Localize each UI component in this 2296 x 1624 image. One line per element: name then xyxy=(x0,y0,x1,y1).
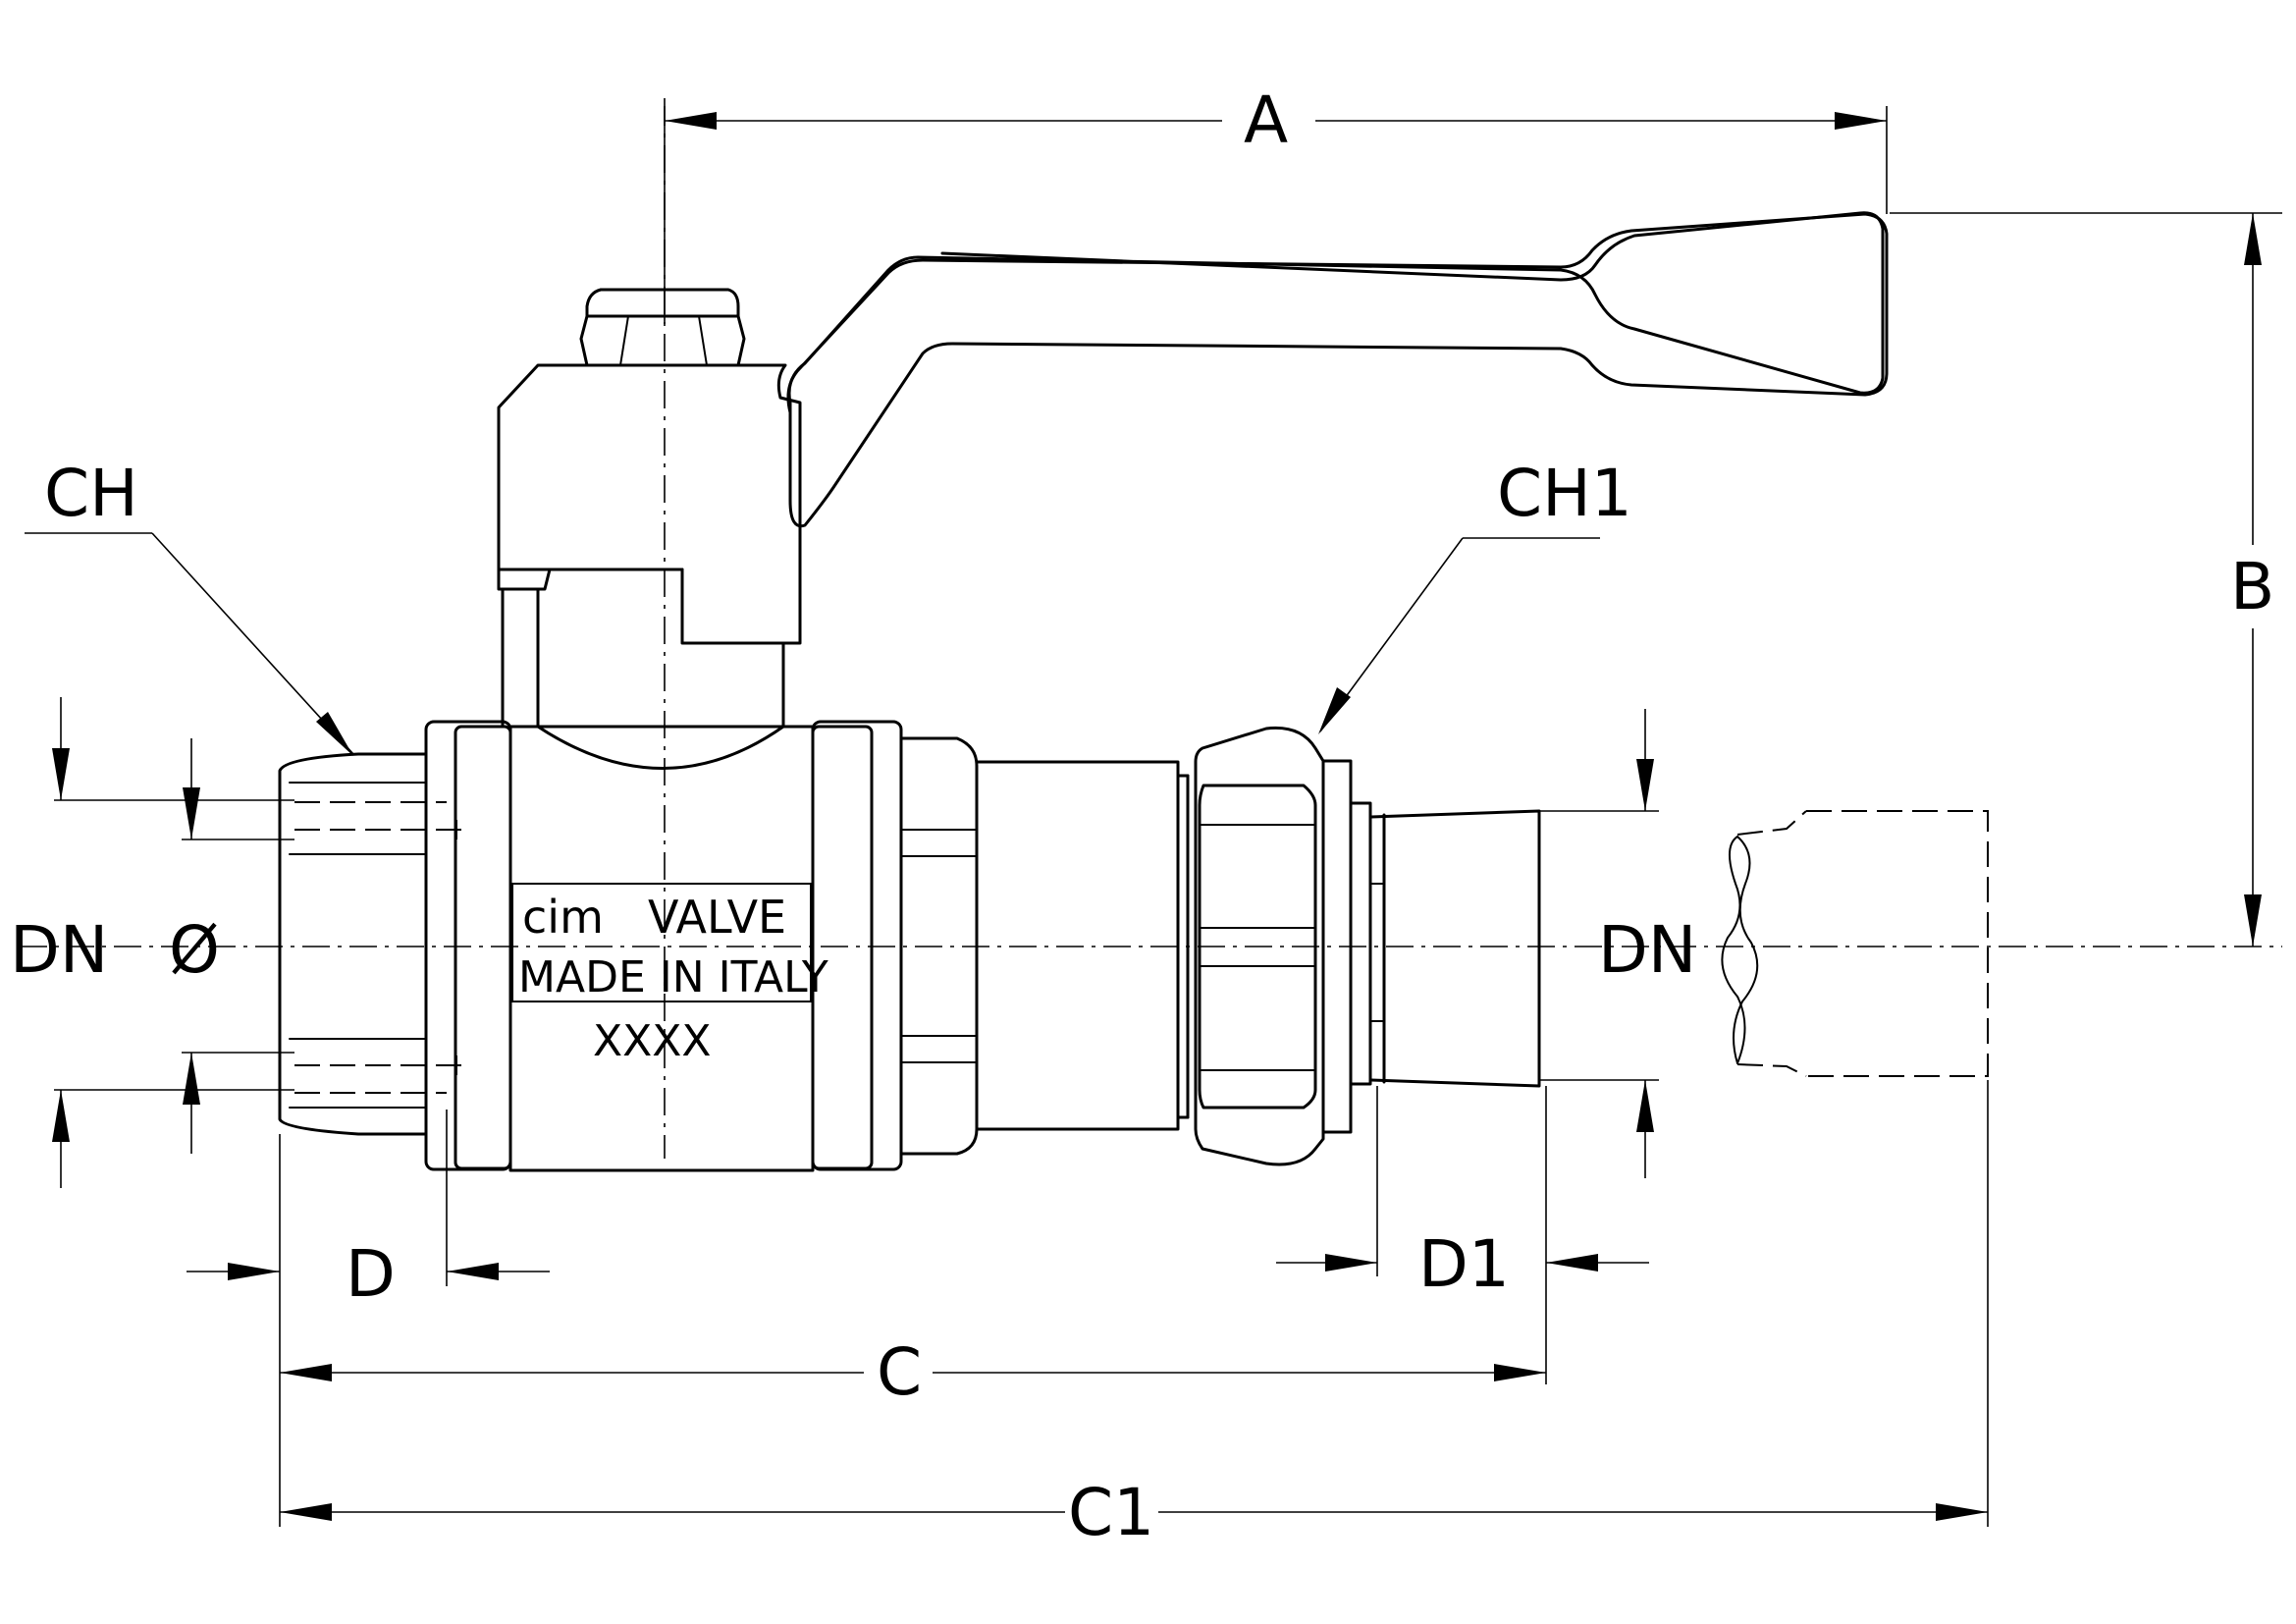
dim-d-label: D xyxy=(346,1236,396,1312)
ch-arrow xyxy=(316,712,353,756)
made-in-italy: MADE IN ITALY xyxy=(518,952,828,1002)
lever-handle-outline xyxy=(786,212,1889,528)
dim-a-label: A xyxy=(1244,82,1288,158)
dn-right-label: DN xyxy=(1598,912,1696,988)
dim-d1-label: D1 xyxy=(1418,1226,1510,1302)
union-hex-body xyxy=(899,736,979,1156)
dim-b-arrow-top xyxy=(2244,213,2262,265)
dim-a-arrow-left xyxy=(665,112,717,130)
left-hex-end xyxy=(278,752,428,1136)
ch-leader xyxy=(151,532,354,755)
male-thread-end xyxy=(1368,809,1541,1088)
dn-left-label: DN xyxy=(10,912,108,988)
dim-c-label: C xyxy=(877,1334,922,1410)
right-flange xyxy=(811,720,903,1171)
body-center xyxy=(508,725,815,1172)
brand-cim: cim xyxy=(522,891,604,944)
ch-label: CH xyxy=(44,456,138,531)
union-tail xyxy=(975,760,1180,1131)
union-nut xyxy=(1194,726,1325,1166)
ch1-label: CH1 xyxy=(1497,456,1632,531)
lever-handle xyxy=(787,211,1885,498)
phantom-pipe xyxy=(1806,810,1989,1077)
ch1-arrow xyxy=(1318,687,1351,734)
dim-b-label: B xyxy=(2230,549,2274,624)
stem-neck xyxy=(501,587,785,729)
dim-b-arrow-bottom xyxy=(2244,894,2262,947)
stem-nut xyxy=(585,288,740,318)
dim-a-arrow-right xyxy=(1835,112,1887,130)
marking-plate xyxy=(511,883,812,1002)
brand-valve: VALVE xyxy=(648,891,786,944)
code-xxxx: XXXX xyxy=(593,1016,712,1066)
diameter-label: Ø xyxy=(169,912,220,988)
pipe-break xyxy=(1721,836,1746,1064)
left-flange xyxy=(424,720,512,1171)
handle-hub xyxy=(497,363,802,645)
body-dome xyxy=(536,725,785,770)
stem-nut-hex xyxy=(579,314,746,367)
dim-c1-label: C1 xyxy=(1068,1475,1154,1550)
left-thread-hidden xyxy=(294,801,461,1094)
